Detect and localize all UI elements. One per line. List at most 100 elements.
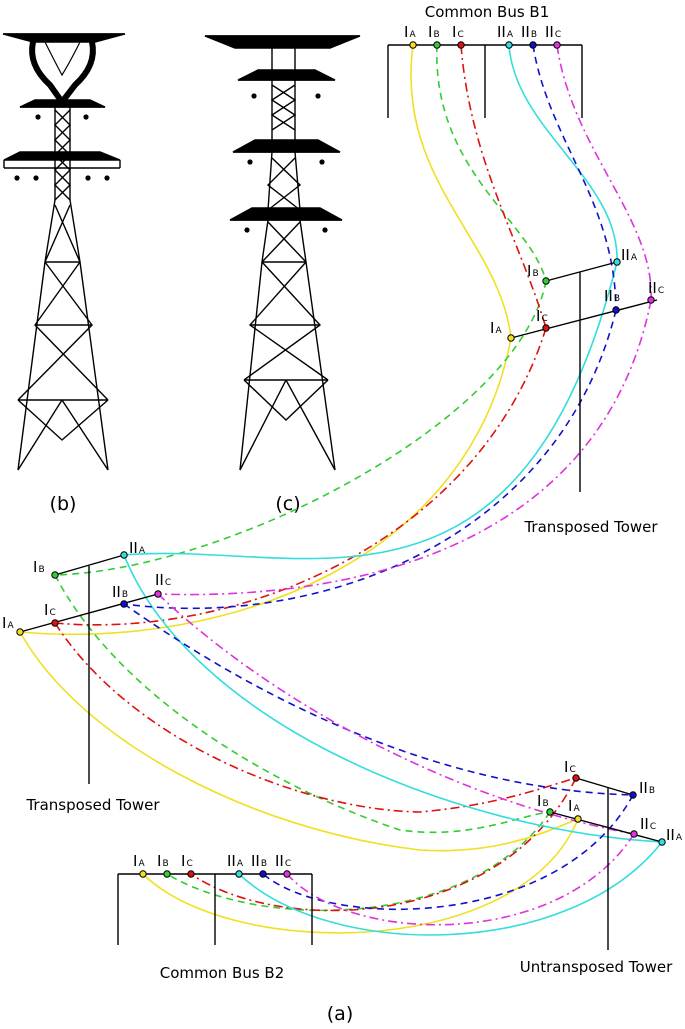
wire-ic-seg-1: [460, 44, 547, 329]
wire-ia-seg-3: [19, 631, 579, 852]
tower-left-phase-label-2: IIA: [129, 539, 146, 557]
tower-right-arm-lower: [510, 299, 658, 339]
wire-ic-seg-2: [54, 327, 547, 626]
node-b2-iia: [235, 870, 243, 878]
wire-ia-seg-1: [410, 44, 512, 339]
tower-b-insulators: [14, 114, 110, 181]
wire-iib-seg-4: [262, 794, 634, 911]
wire-iib-seg-1: [532, 44, 617, 311]
tower-left-phase-label-4: IIC: [155, 571, 171, 589]
tower-right-phase-label-3: IC: [536, 307, 548, 325]
wire-iic-seg-1: [556, 44, 652, 301]
bus-b1-title: Common Bus B1: [425, 3, 550, 21]
node-tr-ic: [542, 324, 550, 332]
tower-c-insulators: [244, 93, 328, 233]
phase-labels: IA IB IC IIA IIB IIC IA IB IC IIA IIB IIC IB IIA IC IIB…: [2, 23, 683, 870]
tower-left-phase-label-5: IC: [44, 601, 56, 619]
tower-bottom-arm-lower: [549, 811, 663, 843]
node-b2-ia: [139, 870, 147, 878]
node-tr-iia: [613, 258, 621, 266]
node-tl-ib: [51, 571, 59, 579]
tower-right-phase-label-4: IIB: [604, 287, 620, 305]
tower-left-title: Transposed Tower: [25, 796, 160, 814]
node-tl-ic: [51, 619, 59, 627]
tower-bottom-phase-label-5: IIC: [640, 815, 656, 833]
bus-b2-phase-label-2: IB: [157, 852, 169, 870]
wire-ib-seg-1: [436, 44, 547, 282]
wire-ic-seg-3: [54, 622, 577, 813]
tower-bottom-arm-upper: [575, 777, 634, 796]
node-b1-iib: [529, 41, 537, 49]
wire-iib-seg-3: [123, 603, 634, 796]
node-b2-ib: [163, 870, 171, 878]
wire-iia-seg-2: [123, 261, 618, 560]
wire-iib-seg-2: [123, 309, 617, 610]
bus-b2-phase-label-3: IC: [181, 852, 193, 870]
bus-b1-phase-label-1: IA: [404, 23, 416, 41]
node-b1-ic: [457, 41, 465, 49]
bus-b1-phase-label-2: IB: [428, 23, 440, 41]
tower-bottom-title: Untransposed Tower: [520, 958, 673, 976]
tower-bottom-phase-label-4: IA: [568, 797, 580, 815]
node-tl-iia: [120, 551, 128, 559]
bus-b1-phase-label-3: IC: [452, 23, 464, 41]
tower-right-arm-upper: [545, 261, 618, 282]
node-tl-iib: [120, 600, 128, 608]
panel-label-c: (c): [275, 493, 300, 515]
bus-b2-phase-label-1: IA: [133, 852, 145, 870]
tower-right-phase-label-1: IB: [527, 262, 539, 280]
node-tl-iic: [154, 590, 162, 598]
tower-bottom-phase-label-6: IIA: [666, 826, 683, 844]
wire-ia-seg-4: [142, 818, 579, 934]
bus-b1-phase-label-4: IIA: [497, 23, 514, 41]
wire-ic-seg-4: [190, 777, 577, 912]
wire-ia-seg-2: [19, 337, 512, 636]
connection-nodes: [16, 41, 666, 878]
wire-ib-seg-3: [54, 574, 551, 834]
tower-b-drawing: [2, 33, 126, 471]
wire-iia-seg-1: [508, 44, 618, 263]
node-tb-iic: [630, 830, 638, 838]
node-b2-iic: [283, 870, 291, 878]
node-b1-ia: [409, 41, 417, 49]
node-tr-ia: [507, 334, 515, 342]
node-tr-iic: [647, 296, 655, 304]
node-b1-iia: [505, 41, 513, 49]
bus-b1-phase-label-6: IIC: [545, 23, 561, 41]
node-tb-iia: [658, 838, 666, 846]
tower-c-drawing: [204, 35, 361, 471]
tower-bottom-phase-label-1: IC: [564, 758, 576, 776]
tower-right-phase-label-2: IIA: [621, 246, 638, 264]
bus-b2-phase-label-5: IIB: [251, 852, 267, 870]
node-tb-ib: [546, 808, 554, 816]
tower-right-phase-label-6: IIC: [648, 279, 664, 297]
wire-iic-seg-3: [157, 593, 635, 835]
wire-iic-seg-2: [157, 299, 652, 596]
bus-b2-phase-label-4: IIA: [227, 852, 244, 870]
node-b1-iic: [553, 41, 561, 49]
wire-iia-seg-4: [238, 841, 663, 936]
node-b1-ib: [433, 41, 441, 49]
conductor-wires: [19, 44, 663, 936]
node-tr-ib: [542, 277, 550, 285]
bus-b2-phase-label-6: IIC: [275, 852, 291, 870]
wire-ib-seg-2: [54, 280, 547, 576]
tower-right-phase-label-5: IA: [490, 319, 502, 337]
node-tb-ia: [574, 815, 582, 823]
wire-iia-seg-3: [123, 554, 663, 843]
bus-b1-phase-label-5: IIB: [521, 23, 537, 41]
panel-label-a: (a): [327, 1003, 353, 1025]
panel-label-b: (b): [50, 493, 77, 515]
node-tr-iib: [612, 306, 620, 314]
node-tl-ia: [16, 628, 24, 636]
tower-left-arm-upper: [54, 554, 125, 576]
node-tb-ic: [572, 774, 580, 782]
tower-right-title: Transposed Tower: [523, 518, 658, 536]
tower-bottom-phase-label-2: IIB: [639, 779, 655, 797]
tower-left-phase-label-3: IIB: [112, 583, 128, 601]
structures: [19, 44, 663, 950]
tower-left-phase-label-6: IA: [2, 614, 14, 632]
node-b2-ic: [187, 870, 195, 878]
tower-left-phase-label-1: IB: [33, 558, 45, 576]
